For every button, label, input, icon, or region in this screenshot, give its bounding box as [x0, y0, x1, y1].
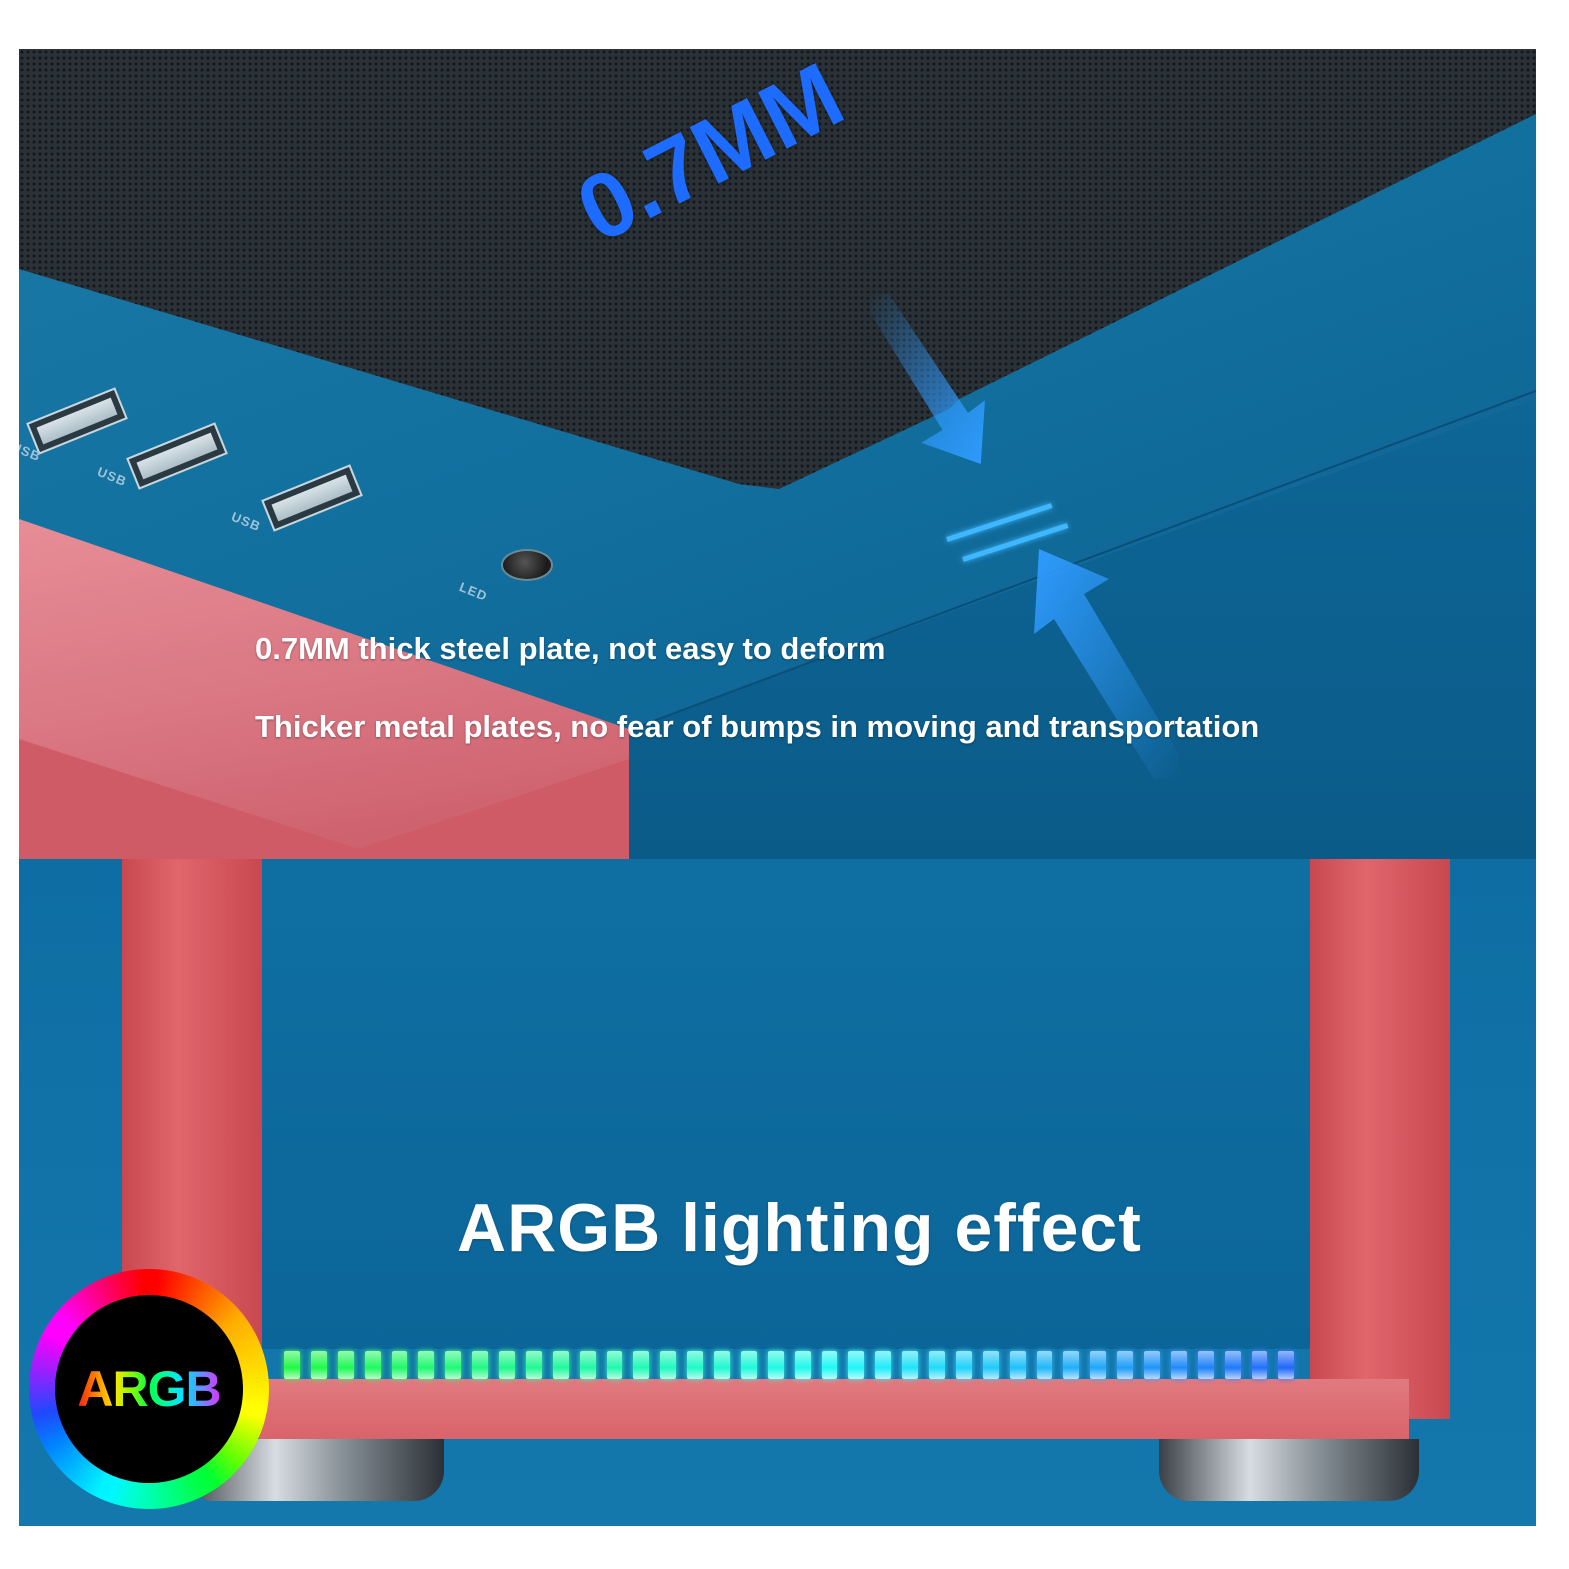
led-segment — [1170, 1351, 1187, 1379]
side-panel — [262, 859, 1310, 1349]
argb-lighting-photo: ARGB lighting effect ARGB — [19, 859, 1536, 1526]
led-segment — [525, 1351, 542, 1379]
argb-led-strip — [284, 1351, 1295, 1379]
led-segment — [499, 1351, 515, 1379]
arrow-down-right-icon — [870, 294, 985, 464]
led-segment — [740, 1351, 757, 1379]
led-segment — [1036, 1351, 1053, 1379]
led-segment — [875, 1351, 892, 1379]
case-foot-right — [1159, 1439, 1419, 1501]
led-segment — [606, 1351, 623, 1379]
red-base-bar — [259, 1379, 1409, 1439]
led-segment — [1278, 1351, 1295, 1379]
led-segment — [1009, 1351, 1026, 1379]
caption-steel-plate: 0.7MM thick steel plate, not easy to def… — [255, 631, 886, 666]
led-segment — [767, 1351, 784, 1379]
led-segment — [1224, 1351, 1241, 1379]
led-segment — [1117, 1351, 1133, 1379]
caption-transport: Thicker metal plates, no fear of bumps i… — [255, 709, 1260, 744]
argb-badge-center: ARGB — [55, 1295, 243, 1483]
led-segment — [982, 1351, 999, 1379]
led-segment — [364, 1351, 381, 1379]
led-segment — [284, 1351, 300, 1379]
led-segment — [687, 1351, 703, 1379]
led-segment — [552, 1351, 569, 1379]
led-segment — [337, 1351, 354, 1379]
led-segment — [1090, 1351, 1107, 1379]
led-segment — [445, 1351, 462, 1379]
led-segment — [579, 1351, 596, 1379]
arrow-up-left-icon — [1034, 549, 1179, 779]
led-segment — [955, 1351, 972, 1379]
red-pillar-right — [1310, 859, 1450, 1419]
led-segment — [1063, 1351, 1080, 1379]
led-segment — [633, 1351, 650, 1379]
led-button-icon — [501, 549, 553, 581]
steel-plate-photo: USB USB USB LED 0.7MM 0.7MM thick steel … — [19, 49, 1536, 859]
led-segment — [391, 1351, 408, 1379]
argb-ring-icon: ARGB — [29, 1269, 269, 1509]
argb-badge-text: ARGB — [77, 1361, 221, 1417]
argb-title: ARGB lighting effect — [457, 1190, 1142, 1266]
led-segment — [794, 1351, 811, 1379]
led-segment — [821, 1351, 838, 1379]
led-segment — [472, 1351, 488, 1379]
led-segment — [848, 1351, 865, 1379]
led-segment — [902, 1351, 918, 1379]
led-segment — [418, 1351, 435, 1379]
led-segment — [1144, 1351, 1160, 1379]
led-segment — [929, 1351, 945, 1379]
led-segment — [1251, 1351, 1268, 1379]
led-segment — [660, 1351, 677, 1379]
led-segment — [1197, 1351, 1214, 1379]
led-segment — [714, 1351, 730, 1379]
led-segment — [310, 1351, 327, 1379]
